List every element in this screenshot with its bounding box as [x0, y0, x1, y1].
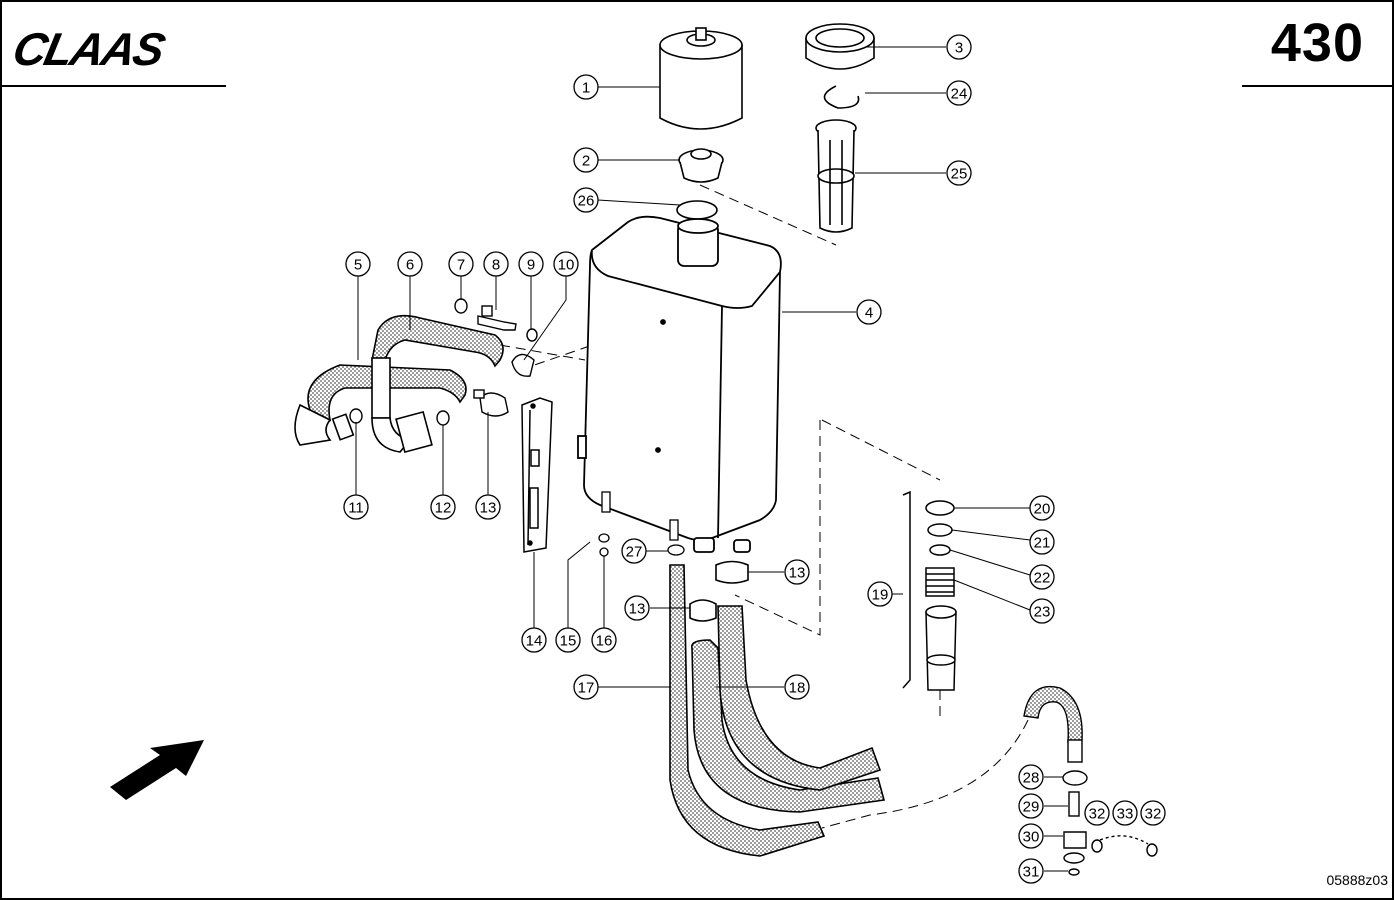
- callout-21: 21: [1034, 535, 1051, 552]
- page-number: 430: [1270, 13, 1364, 73]
- callout-32-right: 32: [1145, 806, 1162, 823]
- oil-level-sight-gauge: [521, 397, 553, 553]
- callout-10: 10: [558, 257, 575, 274]
- callout-24: 24: [951, 86, 968, 103]
- callout-32-left: 32: [1089, 806, 1106, 823]
- assembly-lines: [499, 184, 1029, 829]
- leader-lines: [355, 46, 1068, 872]
- brand-logo: CLAAS: [8, 23, 168, 75]
- callout-31: 31: [1023, 864, 1040, 881]
- callout-13-lower: 13: [629, 601, 646, 618]
- callout-12: 12: [435, 500, 452, 517]
- callout-2: 2: [582, 153, 590, 170]
- callout-labels: 1 2 3 4 5 6 7 8 9 10 11 12 13 13 13 14 1…: [348, 40, 1161, 881]
- callout-13-upper: 13: [789, 565, 806, 582]
- callout-26: 26: [578, 193, 595, 210]
- callout-19: 19: [872, 587, 889, 604]
- callout-8: 8: [492, 257, 500, 274]
- callout-5: 5: [354, 257, 362, 274]
- callout-33: 33: [1117, 806, 1134, 823]
- callout-13-clamp: 13: [480, 500, 497, 517]
- hydraulic-oil-tank: [577, 215, 782, 553]
- callout-30: 30: [1023, 829, 1040, 846]
- callout-23: 23: [1034, 604, 1051, 621]
- callout-11: 11: [348, 500, 364, 517]
- callout-9: 9: [527, 257, 535, 274]
- callout-18: 18: [789, 680, 806, 697]
- filler-cap-and-strainer: [805, 23, 875, 233]
- callout-17: 17: [578, 680, 595, 697]
- callout-16: 16: [596, 633, 613, 650]
- callout-6: 6: [406, 257, 414, 274]
- screw-fittings: [598, 491, 685, 557]
- drain-fittings: [1023, 685, 1158, 876]
- callout-3: 3: [955, 40, 963, 57]
- callout-7: 7: [457, 257, 465, 274]
- callout-circles: [343, 34, 1166, 884]
- callout-20: 20: [1034, 501, 1051, 518]
- callout-14: 14: [526, 633, 543, 650]
- drawing-code: 05888z03: [1326, 872, 1388, 888]
- callout-22: 22: [1034, 570, 1051, 587]
- callout-4: 4: [865, 305, 873, 322]
- oil-filter-cartridge: [659, 27, 743, 220]
- callout-27: 27: [626, 544, 643, 561]
- callout-28: 28: [1023, 770, 1040, 787]
- callout-15: 15: [560, 633, 577, 650]
- direction-arrow-icon: [110, 740, 204, 800]
- callout-29: 29: [1023, 799, 1040, 816]
- suction-hoses: [294, 314, 504, 454]
- return-hoses: [669, 560, 886, 857]
- relief-valve-assembly: [902, 490, 957, 691]
- callout-1: 1: [582, 80, 590, 97]
- callout-25: 25: [951, 166, 968, 183]
